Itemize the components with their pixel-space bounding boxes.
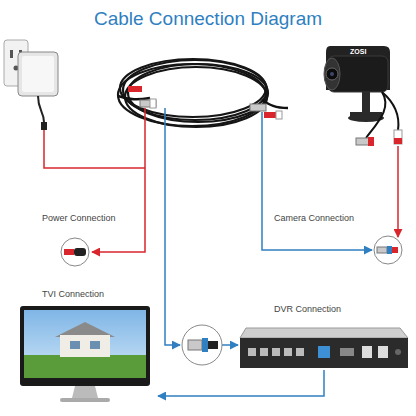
zoom-circle xyxy=(374,236,402,264)
screen-lawn xyxy=(24,355,146,378)
monitor-base xyxy=(60,398,110,402)
diagram-title: Cable Connection Diagram xyxy=(0,8,416,30)
callout-label: DVR Connection xyxy=(272,304,343,314)
bullet-camera xyxy=(324,46,390,122)
cable-tag xyxy=(387,246,392,254)
bnc-plug xyxy=(377,247,387,253)
brand-logo: ZOSI xyxy=(348,48,368,56)
power-wire xyxy=(397,146,399,237)
dvr-port xyxy=(248,348,256,356)
video-wire xyxy=(158,370,324,396)
adapter-cord xyxy=(38,96,44,122)
dvr-usb xyxy=(362,346,372,358)
camera-cable xyxy=(366,92,385,138)
monitor-bezel xyxy=(20,306,150,386)
screen-window xyxy=(90,341,100,349)
coil-loop xyxy=(128,64,268,122)
coil-loop xyxy=(120,59,266,117)
screen-roof xyxy=(55,322,115,337)
bnc-zoom xyxy=(182,325,222,365)
bnc-plug xyxy=(140,100,156,107)
screen-window xyxy=(70,341,80,349)
dvr-usb xyxy=(378,346,388,358)
lens-glint xyxy=(330,72,334,76)
adapter-plug xyxy=(41,122,47,130)
callout-label: Power Connection xyxy=(40,213,118,223)
cable-tag xyxy=(276,111,282,119)
camera-leads xyxy=(356,92,402,146)
camera-lens xyxy=(326,68,338,80)
zoom-circle xyxy=(61,238,89,266)
camera-mount xyxy=(362,92,370,112)
video-wire xyxy=(262,112,372,250)
dvr-video-out xyxy=(318,346,330,358)
dvr-port xyxy=(296,348,304,356)
dc-plug xyxy=(392,247,398,253)
outlet-slot xyxy=(10,50,13,58)
cable-tag xyxy=(150,99,156,108)
cable-tag xyxy=(202,338,208,352)
screen-house xyxy=(60,335,110,357)
monitor-screen xyxy=(24,310,146,378)
cable-end-left xyxy=(118,86,156,108)
video-wire xyxy=(165,108,180,345)
dvr-power-jack xyxy=(395,349,401,355)
dc-plug xyxy=(128,86,142,92)
dvr-top xyxy=(240,328,408,338)
power-wire xyxy=(44,130,145,168)
dc-socket xyxy=(394,138,402,144)
cable-lead xyxy=(118,96,150,99)
callout-label: TVI Connection xyxy=(40,289,106,299)
dc-plug xyxy=(64,249,74,255)
adapter-body xyxy=(18,52,58,96)
cable-lead xyxy=(208,341,218,349)
cable-end-right xyxy=(250,100,288,119)
adapter-face xyxy=(22,56,54,92)
dc-socket xyxy=(394,130,402,144)
dvr-recorder xyxy=(240,328,408,368)
callout-label: Camera Connection xyxy=(272,213,356,223)
cable-coil xyxy=(118,59,268,127)
monitor xyxy=(20,306,150,402)
video-wire xyxy=(222,344,238,346)
dvr-port xyxy=(284,348,292,356)
camera-zoom xyxy=(374,236,402,264)
bnc-plug xyxy=(250,104,266,111)
power-adapter xyxy=(4,40,58,130)
zoom-circle xyxy=(182,325,222,365)
camera-face xyxy=(324,58,340,90)
power-zoom xyxy=(61,238,89,266)
dc-jack xyxy=(74,248,86,256)
dvr-front xyxy=(240,338,408,368)
dvr-port xyxy=(272,348,280,356)
power-wire xyxy=(92,108,145,252)
monitor-stand xyxy=(72,386,98,398)
cable-tag xyxy=(368,137,374,146)
camera-cable xyxy=(382,92,398,130)
bnc-plug xyxy=(188,340,202,350)
dvr-port xyxy=(340,348,354,356)
dvr-port xyxy=(260,348,268,356)
